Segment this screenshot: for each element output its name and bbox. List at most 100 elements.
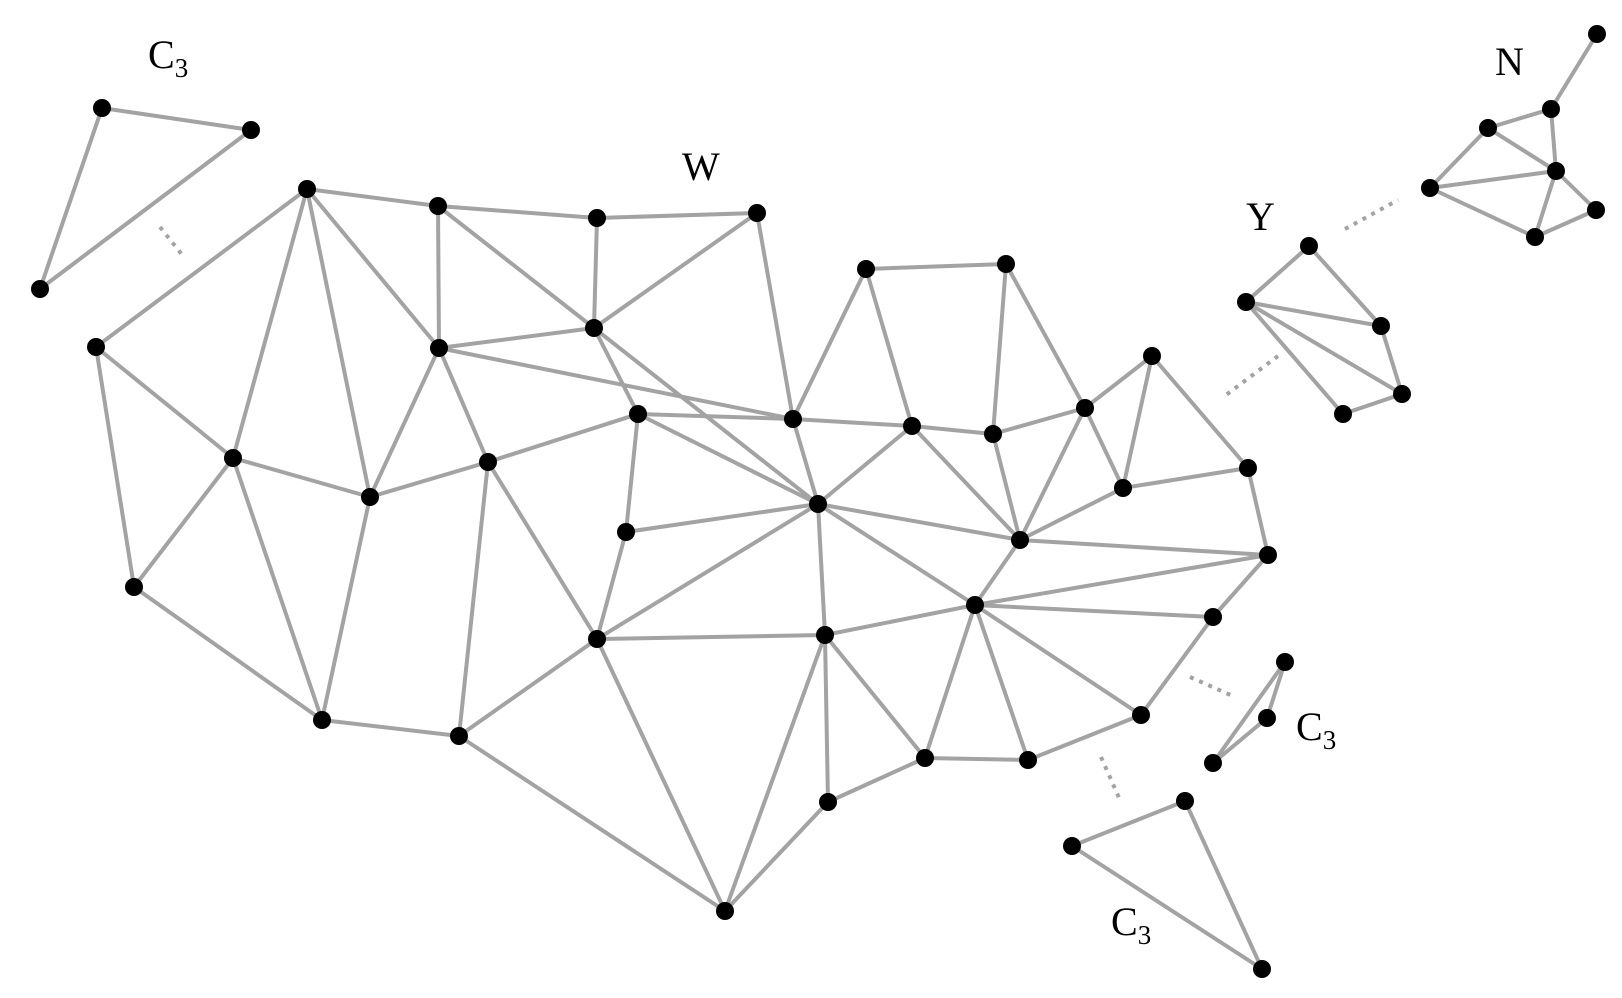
graph-edge (1211, 716, 1269, 765)
graph-node (1300, 237, 1318, 255)
graph-node (1588, 25, 1606, 43)
graph-node (857, 260, 875, 278)
graph-edge (486, 460, 599, 641)
graph-node (1372, 317, 1390, 335)
graph-edge (864, 262, 1008, 271)
graph-edge (457, 460, 490, 738)
graph-node (93, 99, 111, 117)
dotted-connector (1099, 756, 1122, 801)
graph-edge (437, 346, 795, 421)
graph-edge (1211, 553, 1270, 619)
graph-edge (1554, 169, 1598, 212)
graph-edge (320, 495, 372, 722)
graph-node (984, 425, 1002, 443)
graph-edge (973, 603, 1030, 762)
graph-edge (636, 412, 795, 421)
graph-node (125, 578, 143, 596)
graph-node (617, 523, 635, 541)
graph-edge (791, 417, 914, 428)
graph-edge (595, 211, 759, 220)
dotted-connector (158, 225, 185, 258)
graph-edge (1183, 799, 1264, 971)
graph-node (1011, 531, 1029, 549)
graph-edge (1549, 107, 1558, 173)
graph-node (916, 749, 934, 767)
graph-edge (864, 267, 914, 428)
graph-node (1542, 100, 1560, 118)
graph-edge (1150, 354, 1250, 470)
graph-edge (595, 633, 827, 641)
label-top-left-triangle: C3 (148, 32, 188, 83)
graph-edge (1018, 486, 1125, 542)
graph-edge (1307, 244, 1383, 328)
graph-edge (1244, 300, 1404, 396)
graph-edge (1018, 538, 1270, 557)
graph-edge (457, 734, 727, 913)
graph-node (1076, 399, 1094, 417)
graph-node (1479, 119, 1497, 137)
graph-edge (973, 538, 1022, 607)
graph-edge (592, 216, 599, 330)
graph-edge (595, 502, 820, 641)
graph-node (1204, 608, 1222, 626)
graph-node (361, 488, 379, 506)
graph-edge (320, 718, 461, 738)
graph-edge (816, 502, 977, 607)
graph-edge (1018, 406, 1087, 542)
graph-edge (436, 204, 596, 330)
graph-edge (437, 326, 596, 350)
graph-edge (624, 502, 820, 534)
graph-edge (823, 633, 830, 804)
graph-edge (368, 346, 441, 499)
graph-edge (991, 262, 1008, 436)
graph-node (242, 121, 260, 139)
dotted-connectors (158, 198, 1399, 801)
graph-edge (231, 456, 324, 722)
graph-node (716, 902, 734, 920)
graph-node (1276, 653, 1294, 671)
graph-edge (823, 633, 927, 760)
graph-edge (910, 424, 1022, 542)
graph-node (1176, 792, 1194, 810)
graph-edge (923, 603, 977, 760)
graph-edge (436, 204, 599, 220)
graph-node (809, 495, 827, 513)
graph-node (1063, 837, 1081, 855)
graph-edge (305, 187, 372, 499)
graph-node (313, 711, 331, 729)
graph-node (585, 319, 603, 337)
graph-edge (1026, 713, 1143, 762)
dotted-connector (1220, 354, 1280, 400)
graph-edges (38, 32, 1599, 971)
graph-edge (1121, 466, 1250, 490)
graph-node (816, 626, 834, 644)
graph-edge (973, 603, 1143, 717)
graph-edge (595, 530, 628, 641)
graph-node (1547, 162, 1565, 180)
label-right-triangle: C3 (1296, 704, 1336, 755)
graph-edge (823, 603, 977, 637)
graph-node (1526, 228, 1544, 246)
graph-edge (636, 412, 820, 506)
graph-edge (1070, 799, 1187, 848)
graph-edge (1244, 300, 1383, 328)
graph-edge (1083, 354, 1154, 410)
graph-edge (1341, 392, 1404, 416)
graph-node (87, 338, 105, 356)
graph-edge (437, 346, 490, 464)
graph-edge (94, 345, 136, 589)
dotted-connector (1344, 198, 1399, 231)
graph-edge (826, 756, 927, 804)
graph-node (903, 417, 921, 435)
graph-node (1239, 459, 1257, 477)
graph-node (1237, 293, 1255, 311)
graph-edge (1070, 844, 1264, 971)
graph-edge (991, 432, 1022, 542)
graph-edge (231, 187, 309, 460)
graph-edge (100, 106, 253, 132)
graph-edge (755, 211, 795, 421)
graph-edge (132, 585, 324, 722)
graph-edge (1428, 126, 1490, 190)
graph-edge (38, 106, 104, 291)
